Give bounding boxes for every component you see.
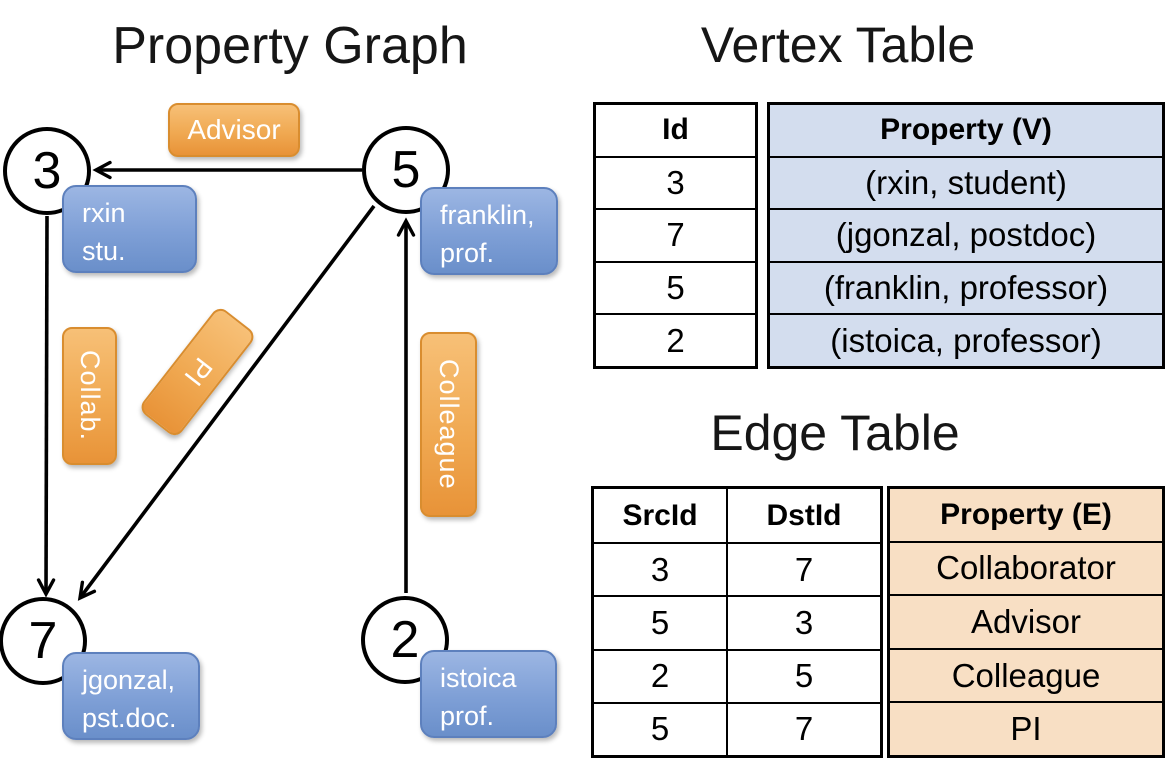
vertex-badge-rxin-line1: rxin [82, 198, 126, 228]
edge-3-to-7-collaborator [36, 215, 56, 598]
vertex-table-property-column: Property (V) (rxin, student) (jgonzal, p… [767, 102, 1165, 369]
edge-5-to-7-pi [77, 204, 376, 601]
table-cell: 3 [594, 542, 726, 595]
vertex-table-id-column: Id 3 7 5 2 [593, 102, 758, 369]
vertex-badge-franklin-line1: franklin, [440, 200, 535, 230]
table-cell: 2 [596, 313, 755, 366]
vertex-node-2: 2 [361, 596, 449, 684]
vertex-badge-jgonzal-line1: jgonzal, [82, 665, 176, 695]
edge-badge-advisor-label: Advisor [187, 114, 281, 145]
vertex-badge-rxin: rxin stu. [62, 185, 197, 273]
vertex-badge-jgonzal-line2: pst.doc. [82, 702, 177, 733]
vertex-badge-franklin: franklin, prof. [420, 187, 558, 275]
edge-table-title: Edge Table [710, 405, 960, 461]
table-cell: Collaborator [890, 540, 1162, 595]
edge-table-id-columns: SrcId DstId 3 7 5 3 2 5 5 7 [591, 486, 883, 758]
vertex-table-header-property: Property (V) [770, 105, 1162, 156]
edge-badge-collab: Collab. [62, 327, 117, 465]
table-cell: 5 [594, 701, 726, 755]
vertex-badge-istoica-line1: istoica [440, 663, 517, 693]
graph-edges-layer [36, 160, 416, 601]
table-cell: 7 [726, 542, 880, 596]
table-cell: (franklin, professor) [770, 260, 1162, 314]
table-cell: (jgonzal, postdoc) [770, 208, 1162, 261]
vertex-badge-rxin-line2: stu. [82, 235, 126, 266]
table-cell: 7 [596, 208, 755, 261]
table-cell: (rxin, student) [770, 155, 1162, 209]
vertex-node-5-label: 5 [391, 141, 421, 199]
edge-badge-collab-label: Collab. [75, 350, 105, 442]
vertex-badge-istoica: istoica prof. [420, 650, 557, 738]
table-cell: Colleague [890, 647, 1162, 702]
edge-badge-colleague-label: Colleague [434, 359, 464, 490]
edge-table-header-property: Property (E) [890, 489, 1162, 541]
vertex-table-header-id: Id [662, 113, 689, 147]
vertex-badge-jgonzal: jgonzal, pst.doc. [62, 652, 200, 740]
vertex-badge-franklin-line2: prof. [440, 237, 495, 268]
vertex-table-title: Vertex Table [700, 17, 976, 73]
table-cell: 2 [594, 648, 726, 702]
edge-table-header-srcid: SrcId [622, 498, 698, 532]
vertex-badge-istoica-line2: prof. [440, 700, 495, 731]
edge-badge-advisor: Advisor [168, 103, 300, 157]
vertex-node-3-label: 3 [32, 142, 62, 200]
edge-badge-pi-label: PI [177, 352, 219, 393]
table-cell: 5 [726, 648, 880, 702]
table-cell: Advisor [890, 594, 1162, 648]
table-cell: 3 [596, 155, 755, 209]
table-cell: 5 [594, 595, 726, 648]
edge-table-header-dstid: DstId [726, 489, 880, 543]
edge-badge-colleague: Colleague [420, 332, 477, 517]
vertex-node-7-label: 7 [28, 612, 58, 670]
table-cell: (istoica, professor) [770, 313, 1162, 366]
table-cell: PI [890, 701, 1162, 755]
vertex-node-2-label: 2 [390, 611, 420, 669]
table-cell: 5 [596, 260, 755, 314]
table-cell: 7 [726, 701, 880, 755]
edge-table-property-column: Property (E) Collaborator Advisor Collea… [887, 486, 1165, 758]
vertex-node-5: 5 [362, 126, 450, 214]
graph-title: Property Graph [112, 17, 468, 75]
table-cell: 3 [726, 595, 880, 649]
